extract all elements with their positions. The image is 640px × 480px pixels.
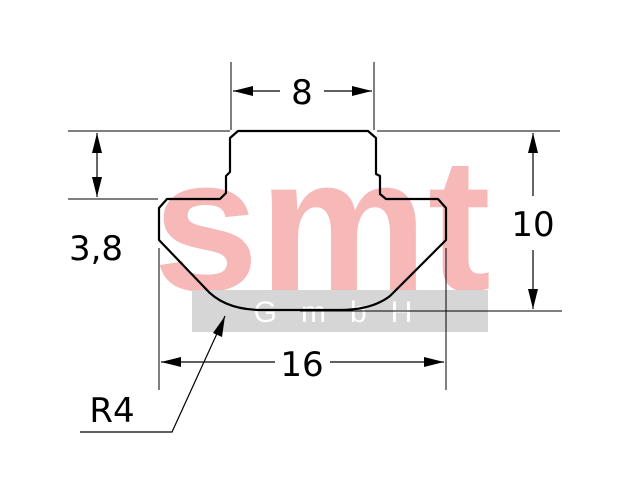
arrow-total-width-right: [424, 357, 444, 367]
profile-outline: [157, 129, 448, 312]
dim-label-top-width: 8: [291, 73, 313, 113]
dim-label-total-width: 16: [280, 345, 323, 385]
arrow-top-width-right: [352, 86, 372, 96]
arrow-top-width-left: [233, 86, 253, 96]
dim-label-total-height: 10: [511, 205, 554, 245]
arrowheads: [92, 86, 538, 367]
arrow-neck-height-top: [92, 133, 102, 153]
watermark-sub: GmbH: [254, 296, 437, 329]
dim-label-neck-height: 3,8: [69, 229, 123, 269]
arrow-radius: [213, 316, 225, 337]
dim-label-radius: R4: [89, 391, 134, 431]
arrow-total-height-bottom: [528, 289, 538, 309]
arrow-total-width-left: [161, 357, 181, 367]
watermark: smt GmbH: [153, 119, 491, 332]
leader-line-radius: [80, 315, 226, 433]
arrow-total-height-top: [528, 133, 538, 153]
arrow-neck-height-bottom: [92, 177, 102, 197]
extension-lines: [68, 62, 562, 390]
